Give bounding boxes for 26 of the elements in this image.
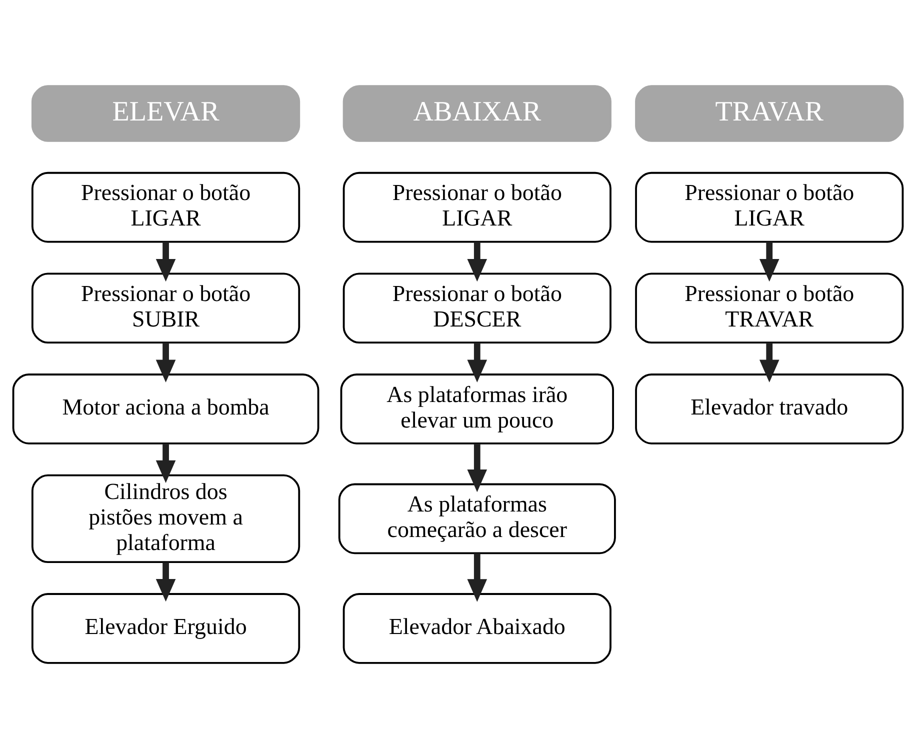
node-box: Elevador Abaixado — [342, 592, 612, 664]
node-box: Pressionar o botão DESCER — [342, 272, 612, 344]
arrow — [467, 552, 488, 602]
node-box: Pressionar o botão SUBIR — [31, 272, 300, 344]
node-box: Pressionar o botão LIGAR — [342, 171, 612, 242]
node-box: ELEVAR — [31, 84, 300, 142]
node-box: As plataformas irão elevar um pouco — [340, 373, 614, 444]
node-box: Pressionar o botão LIGAR — [635, 171, 904, 242]
node-box: Motor aciona a bomba — [12, 373, 320, 444]
arrow — [156, 562, 176, 602]
arrow — [759, 342, 780, 382]
node-box: Pressionar o botão TRAVAR — [635, 272, 904, 344]
arrow — [156, 342, 176, 382]
node-box: Pressionar o botão LIGAR — [31, 171, 300, 242]
node-box: As plataformas começarão a descer — [338, 482, 616, 554]
arrow — [156, 241, 176, 282]
node-box: Elevador travado — [635, 373, 904, 444]
node-box: TRAVAR — [635, 84, 904, 142]
arrow — [759, 241, 780, 282]
arrow — [467, 443, 488, 492]
arrow — [156, 443, 176, 482]
arrow — [467, 241, 488, 282]
node-box: ABAIXAR — [342, 84, 612, 142]
node-box: Elevador Erguido — [31, 592, 300, 664]
arrow — [467, 342, 488, 382]
node-box: Cilindros dos pistões movem a plataforma — [31, 474, 300, 563]
